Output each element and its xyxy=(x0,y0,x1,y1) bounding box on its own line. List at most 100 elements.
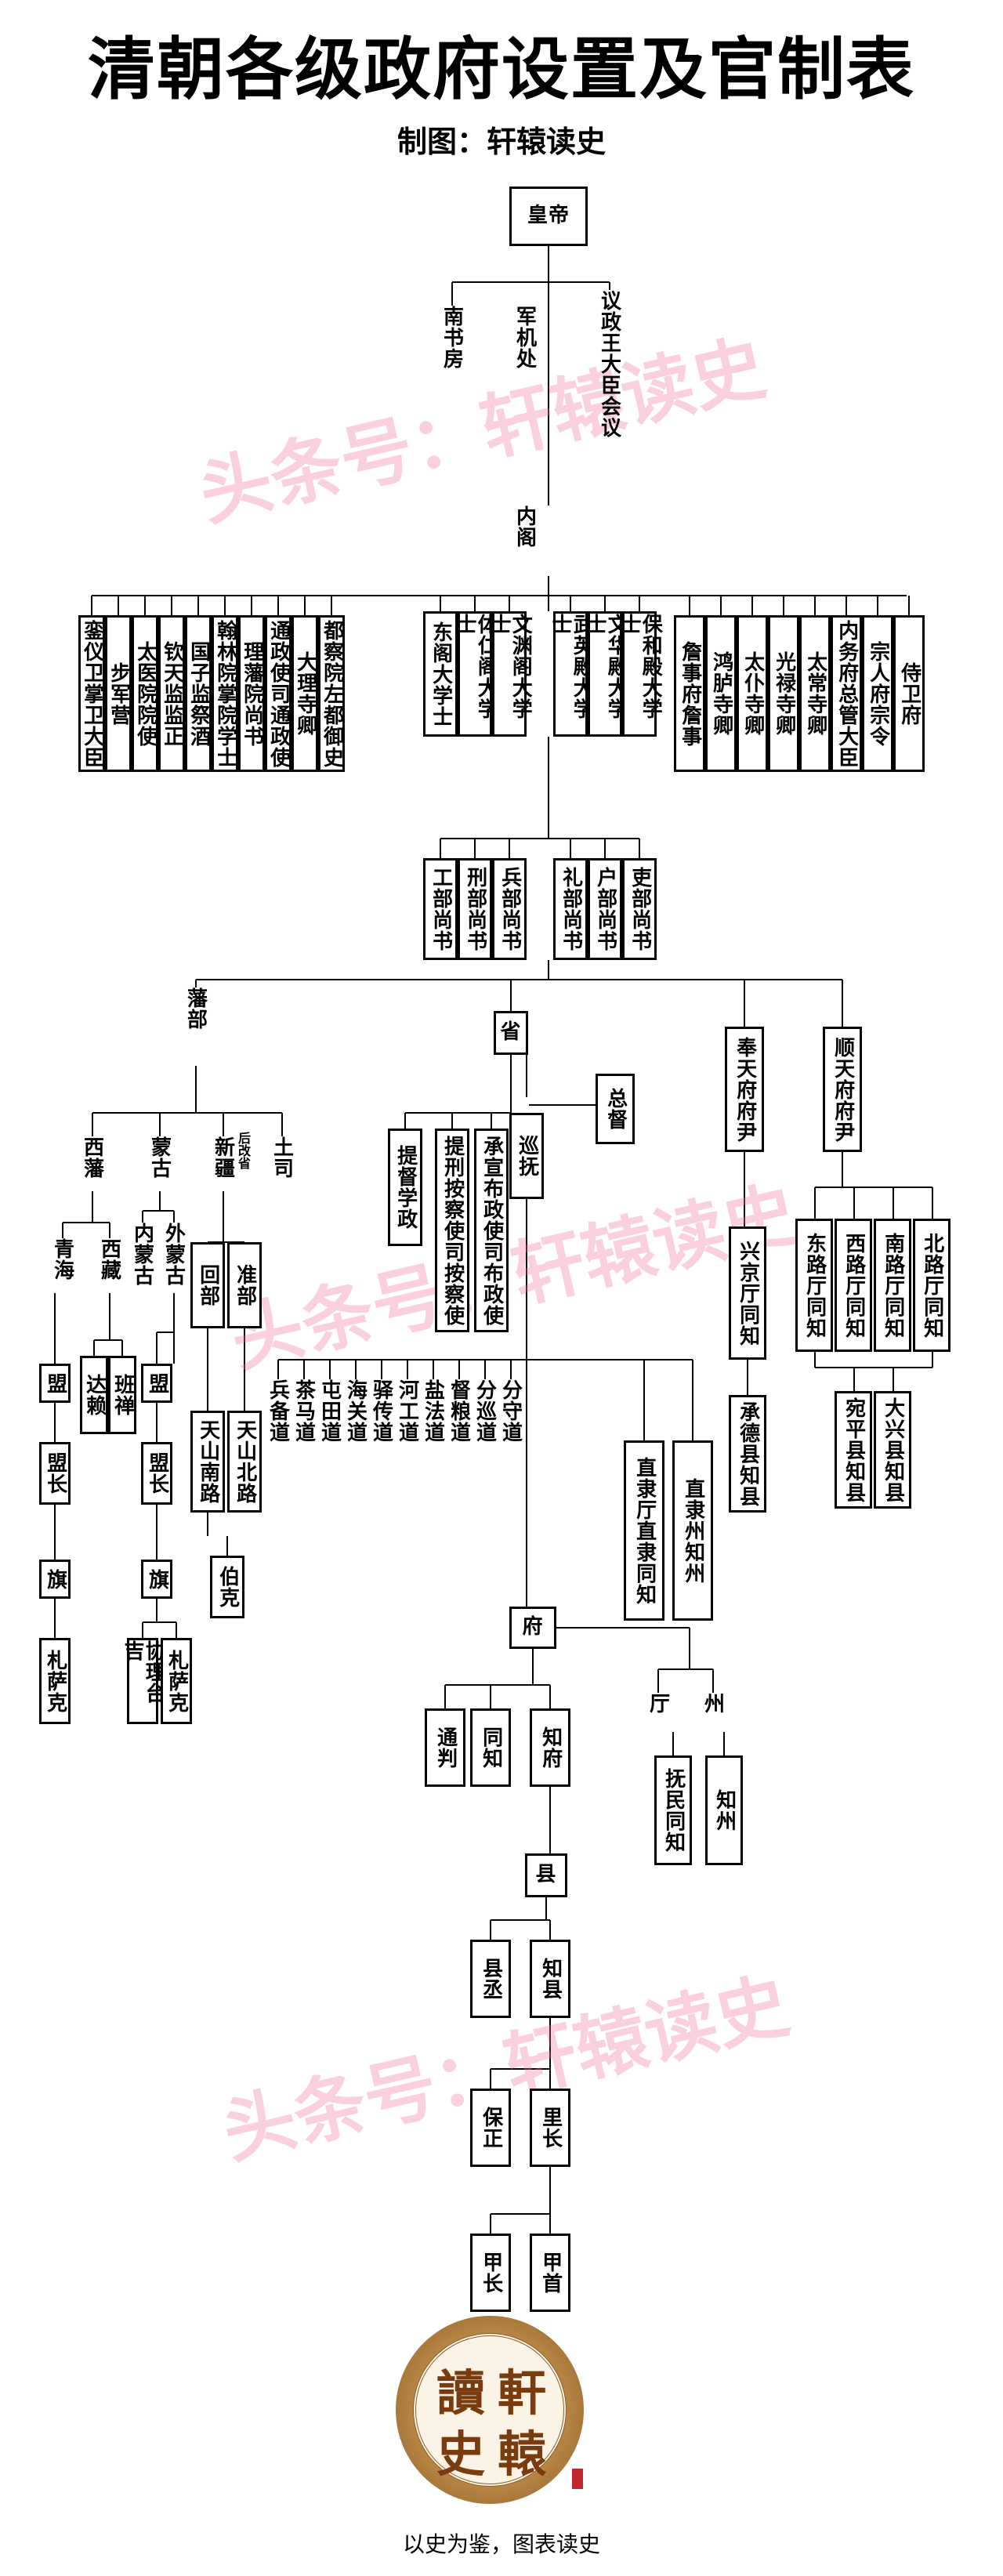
node-duliang: 督粮道 xyxy=(447,1379,471,1443)
node-taipu: 太仆寺卿 xyxy=(737,615,768,772)
node-sheng: 省 xyxy=(494,1011,528,1055)
node-chama: 茶马道 xyxy=(291,1379,316,1443)
node-fenshou: 分守道 xyxy=(498,1379,523,1443)
node-xingjing: 兴京厅同知 xyxy=(729,1226,766,1360)
page-subtitle: 制图：轩辕读史 xyxy=(396,125,606,159)
node-yichuan: 驿传道 xyxy=(369,1379,393,1443)
node-xinjiang: 新疆 xyxy=(211,1136,235,1179)
node-neige: 内阁 xyxy=(512,505,537,548)
node-emperor: 皇帝 xyxy=(509,187,588,246)
node-nanshufang: 南书房 xyxy=(440,306,464,369)
node-yizheng: 议政王大臣会议 xyxy=(597,290,621,438)
node-tusi: 土司 xyxy=(270,1136,294,1179)
node-wanping: 宛平县知县 xyxy=(835,1391,872,1509)
node-libu: 礼部尚书 xyxy=(553,858,588,960)
node-zhiliting: 直隶厅直隶同知 xyxy=(624,1440,664,1621)
node-waimeng: 外蒙古 xyxy=(161,1223,186,1286)
node-meng1: 盟 xyxy=(39,1364,71,1403)
node-zhasake1: 札萨克 xyxy=(39,1638,71,1724)
node-fengtian: 奉天府府尹 xyxy=(725,1027,764,1152)
node-fu: 府 xyxy=(509,1607,556,1649)
node-dali: 大理寺卿 xyxy=(291,615,318,772)
node-baozheng: 保正 xyxy=(470,2089,511,2167)
node-luanyi: 銮仪卫掌卫大臣 xyxy=(78,615,105,772)
node-shuntian: 顺天府府尹 xyxy=(823,1027,862,1152)
node-zongdu: 总督 xyxy=(596,1074,635,1144)
node-huibu: 回部 xyxy=(190,1242,225,1328)
seal-char: 轅 xyxy=(498,2426,547,2483)
node-taiyi: 太医院院使 xyxy=(132,615,158,772)
node-fanbu: 藩部 xyxy=(183,987,208,1030)
node-xieli: 协理台吉 xyxy=(121,1638,165,1724)
node-hanlin: 翰林院掌院学士 xyxy=(212,615,238,772)
node-mengzhang1: 盟长 xyxy=(39,1442,71,1505)
node-zhou: 州 xyxy=(701,1693,725,1714)
node-boke: 伯克 xyxy=(210,1556,244,1618)
node-yanfa: 盐法道 xyxy=(421,1379,445,1443)
seal-char: 讀 xyxy=(436,2364,486,2422)
node-guanglu: 光禄寺卿 xyxy=(768,615,799,772)
node-honglu: 鸿胪寺卿 xyxy=(705,615,737,772)
node-neiwu: 内务府总管大臣 xyxy=(831,615,862,772)
node-qi1: 旗 xyxy=(39,1560,71,1599)
node-zhifu: 知府 xyxy=(530,1708,570,1787)
node-meng2: 盟 xyxy=(141,1364,172,1403)
node-taichang: 太常寺卿 xyxy=(799,615,831,772)
node-baohe: 保和殿大学士 xyxy=(617,611,662,737)
node-lizhang: 里长 xyxy=(530,2089,570,2167)
node-banchan: 班禅 xyxy=(108,1356,136,1434)
logo-seal: 讀 軒 史 轅 xyxy=(396,2316,584,2504)
node-ting: 厅 xyxy=(646,1693,670,1714)
node-xizang2: 西藏 xyxy=(97,1238,121,1281)
seal-char: 軒 xyxy=(498,2364,547,2422)
node-junjichu: 军机处 xyxy=(512,306,537,369)
node-hegong: 河工道 xyxy=(395,1379,419,1443)
node-tongzheng: 通政使司通政使 xyxy=(265,615,291,772)
node-xizang: 西藩 xyxy=(80,1136,104,1179)
slogan: 以史为鉴，图表读史 xyxy=(402,2531,600,2557)
node-tidu: 提督学政 xyxy=(388,1129,422,1246)
node-mengzhang2: 盟长 xyxy=(141,1442,172,1505)
node-chengde: 承德县知县 xyxy=(729,1395,766,1513)
node-bujun: 步军营 xyxy=(105,615,132,772)
node-tixing: 提刑按察使司按察使 xyxy=(435,1129,469,1332)
node-duchayuan: 都察院左都御史 xyxy=(318,615,345,772)
node-jiazhang: 甲长 xyxy=(470,2234,511,2312)
node-tongzhi: 同知 xyxy=(470,1708,511,1787)
node-xinjiang_note: 后改省 xyxy=(236,1132,251,1169)
node-xunfu: 巡抚 xyxy=(509,1113,544,1199)
node-bingbei: 兵备道 xyxy=(266,1379,290,1443)
node-beilu: 北路厅同知 xyxy=(913,1219,950,1352)
node-tongpan: 通判 xyxy=(425,1708,465,1787)
node-fenxun: 分巡道 xyxy=(473,1379,497,1443)
seal-char: 史 xyxy=(436,2426,486,2483)
node-jiashou: 甲首 xyxy=(530,2234,570,2312)
node-shiwei: 侍卫府 xyxy=(893,615,925,772)
node-qintian: 钦天监监正 xyxy=(158,615,185,772)
node-nanlu: 南路厅同知 xyxy=(874,1219,911,1352)
node-xingbu: 刑部尚书 xyxy=(458,858,492,960)
node-libu2: 吏部尚书 xyxy=(622,858,657,960)
node-tianshan_b: 天山北路 xyxy=(227,1411,262,1513)
node-menggu: 蒙古 xyxy=(147,1136,172,1179)
node-dongge: 东阁大学士 xyxy=(423,611,458,737)
node-zhunbu: 准部 xyxy=(227,1242,262,1328)
node-gongbu: 工部尚书 xyxy=(423,858,458,960)
node-daxing: 大兴县知县 xyxy=(874,1391,911,1509)
node-haiguan: 海关道 xyxy=(343,1379,368,1443)
node-fumin: 抚民同知 xyxy=(654,1755,692,1865)
node-guozi: 国子监祭酒 xyxy=(185,615,212,772)
node-xiancheng: 县丞 xyxy=(470,1940,511,2018)
node-xilu: 西路厅同知 xyxy=(835,1219,872,1352)
node-neimeng: 内蒙古 xyxy=(130,1223,154,1286)
node-zhasake2: 札萨克 xyxy=(161,1638,192,1724)
node-donglu: 东路厅同知 xyxy=(795,1219,833,1352)
node-xian: 县 xyxy=(525,1853,567,1897)
node-zhanshi: 詹事府詹事 xyxy=(674,615,705,772)
node-lifan: 理藩院尚书 xyxy=(238,615,265,772)
node-dalai: 达赖 xyxy=(80,1356,108,1434)
node-chengxuan: 承宣布政使司布政使 xyxy=(474,1129,509,1332)
page-title: 清朝各级政府设置及官制表 xyxy=(88,31,915,109)
